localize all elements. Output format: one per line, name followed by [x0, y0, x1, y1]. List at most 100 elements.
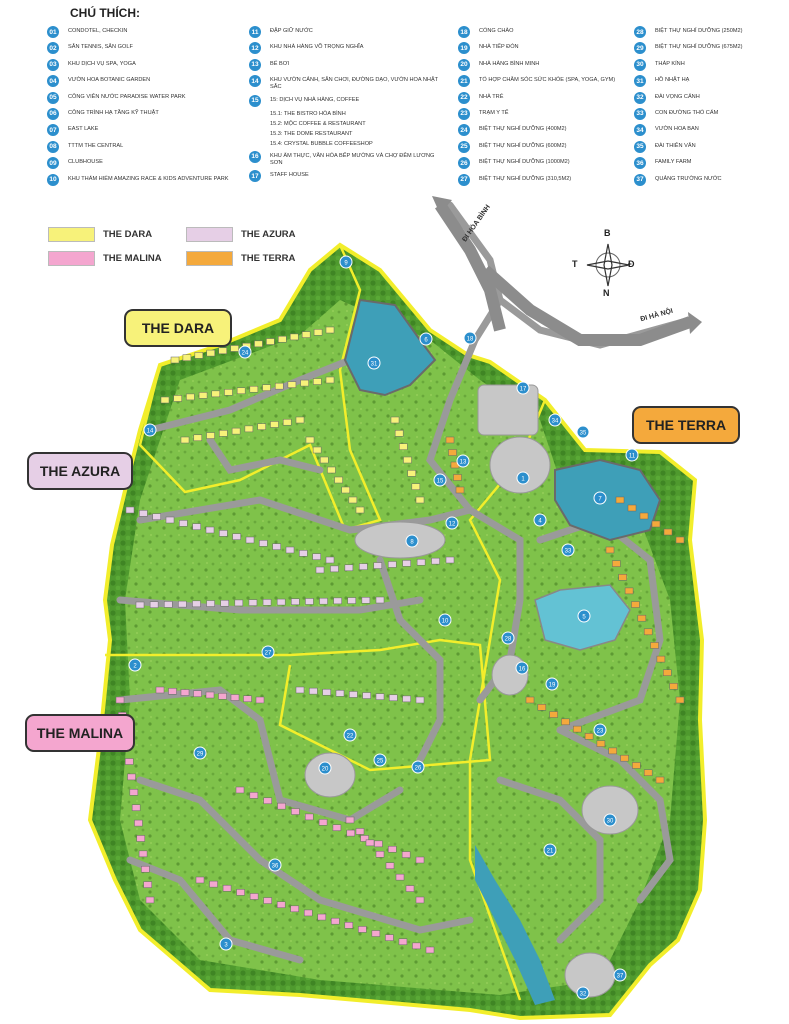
villa-dara — [224, 389, 233, 396]
villa-malina — [134, 819, 143, 827]
villa-dara — [305, 436, 315, 444]
villa-malina — [243, 695, 252, 702]
villa-terra — [615, 496, 625, 504]
legend-number-badge: 16 — [249, 150, 261, 163]
villa-azura — [375, 693, 385, 700]
villa-dara — [206, 349, 216, 357]
villa-malina — [230, 694, 240, 701]
legend-item-label: ĐÀI THIÊN VĂN — [655, 142, 696, 149]
legend-number-badge: 11 — [249, 26, 261, 38]
villa-dara — [289, 333, 299, 341]
legend-item-label: STAFF HOUSE — [270, 172, 309, 179]
villa-terra — [549, 711, 558, 718]
villa-terra — [624, 587, 634, 595]
legend-item-label: EAST LAKE — [68, 126, 99, 133]
villa-azura — [219, 530, 228, 537]
villa-azura — [315, 566, 325, 574]
legend-item: 17 STAFF HOUSE — [249, 170, 439, 183]
map-marker-number: 35 — [580, 431, 587, 437]
villa-malina — [138, 850, 148, 858]
villa-malina — [395, 873, 405, 881]
zone-label-malina: THE MALINA — [103, 253, 162, 264]
villa-malina — [277, 802, 286, 810]
zone-label-azura: THE AZURA — [241, 229, 296, 240]
map-marker-badge — [318, 761, 332, 775]
villa-dara — [236, 387, 246, 395]
villa-terra — [561, 718, 570, 726]
legend-item-label: KHU DỊCH VỤ SPA, YOGA — [68, 60, 136, 67]
villa-azura — [135, 601, 145, 609]
villa-dara — [411, 483, 421, 490]
legend-number-badge: 29 — [634, 42, 646, 55]
villa-dara — [287, 381, 297, 388]
legend-number-badge: 19 — [458, 42, 470, 55]
villa-malina — [303, 909, 313, 917]
villa-dara — [249, 385, 259, 393]
villa-malina — [249, 893, 259, 900]
map-marker-badge — [456, 454, 470, 468]
villa-malina — [249, 792, 259, 799]
legend-number-badge: 10 — [47, 173, 59, 186]
legend-item-label: BIỆT THỰ NGHỈ DƯỠNG (675M2) — [655, 44, 743, 51]
villa-malina — [255, 696, 265, 704]
legend-number-badge: 01 — [47, 26, 59, 38]
legend-item-label: BIỆT THỰ NGHỈ DƯỠNG (600M2) — [479, 142, 567, 149]
legend-item-label: NHÀ TIẾP ĐÓN — [479, 44, 519, 51]
villa-azura — [335, 690, 345, 697]
villa-dara — [394, 430, 404, 437]
map-marker-number: 20 — [322, 767, 329, 773]
villa-azura — [349, 691, 358, 698]
villa-terra — [455, 486, 465, 494]
legend-number-badge: 17 — [249, 170, 261, 183]
legend-item-label: VƯỜN HOA BOTANIC GARDEN — [68, 77, 151, 84]
villa-dara — [278, 335, 287, 343]
villa-azura — [319, 597, 328, 605]
villa-azura — [272, 543, 281, 550]
legend-item-label: NHÀ HÀNG BÌNH MINH — [479, 60, 540, 67]
villa-azura — [152, 513, 161, 520]
map-marker-number: 23 — [597, 729, 604, 735]
villa-malina — [168, 688, 177, 695]
compass-east: Đ — [628, 259, 635, 269]
legend-number-badge: 30 — [634, 58, 646, 71]
villa-azura — [312, 553, 321, 560]
villa-malina — [218, 693, 227, 700]
map-marker-number: 32 — [580, 992, 587, 998]
map-marker-badge — [543, 843, 557, 857]
legend-number-badge: 22 — [458, 91, 470, 104]
legend-number-badge: 31 — [634, 75, 646, 88]
map-marker-badge — [419, 332, 433, 346]
map-marker-badge — [238, 345, 252, 359]
villa-malina — [344, 922, 354, 929]
map-marker-number: 31 — [371, 362, 378, 368]
villa-azura — [179, 520, 188, 527]
zone-swatch-terra — [186, 251, 233, 266]
villa-dara — [218, 347, 227, 355]
zone-boundary-west — [105, 638, 492, 772]
villa-dara — [295, 416, 305, 424]
compass-rose-icon — [586, 243, 630, 287]
map-marker-number: 2 — [133, 664, 137, 670]
legend-item-label: NHÀ TRẺ — [479, 93, 504, 100]
map-marker-number: 13 — [460, 460, 467, 466]
villa-malina — [205, 691, 215, 699]
villa-malina — [317, 913, 327, 921]
map-marker-number: 28 — [505, 637, 512, 643]
villa-malina — [374, 840, 383, 848]
villa-dara — [186, 393, 195, 401]
villa-azura — [125, 506, 135, 514]
villa-terra — [650, 642, 659, 649]
legend-number-badge: 33 — [634, 107, 646, 120]
legend-item-label: BỂ BƠI — [270, 60, 290, 67]
map-marker-badge — [576, 986, 590, 1000]
legend-item-label: 15: DỊCH VỤ NHÀ HÀNG, COFFEE — [270, 96, 360, 103]
map-marker-number: 12 — [449, 522, 456, 528]
villa-malina — [263, 797, 272, 805]
villa-azura — [262, 599, 272, 606]
